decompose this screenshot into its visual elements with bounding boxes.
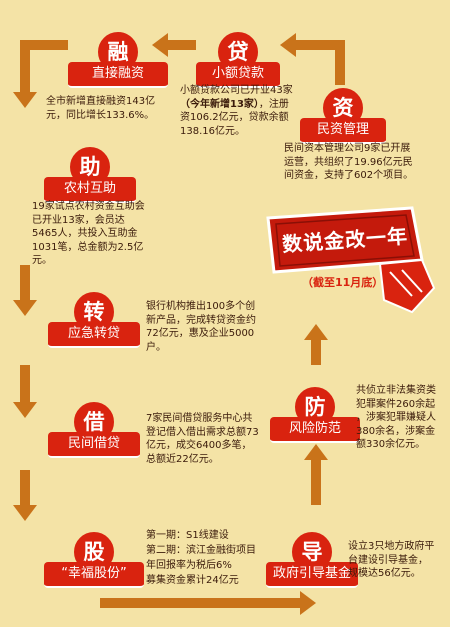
zhu-text: 19家试点农村资金互助会 已开业13家，会员达 5465人，共投入互助金 103… [32, 201, 145, 266]
arrowhead-zhuan [13, 300, 37, 316]
dao-label: 政府引导基金 [266, 562, 358, 588]
node-dao: 导 政府引导基金 [266, 530, 358, 590]
zhuan-text: 银行机构推出100多个创 新产品，完成转贷资金约 72亿元，惠及企业5000 户… [146, 301, 256, 353]
fang-text: 共侦立非法集资类 犯罪案件260余起 ，涉案犯罪嫌疑人 380余名，涉案金 额3… [356, 385, 436, 450]
gu-label: “幸福股份” [44, 562, 144, 588]
node-jie: 借 民间借贷 [48, 400, 140, 460]
arrowhead-zhu [13, 92, 37, 108]
arrowhead-badge [304, 324, 328, 340]
fang-label: 风险防范 [270, 417, 360, 443]
arrowhead-fang [304, 444, 328, 460]
zhuan-label: 应急转贷 [48, 322, 140, 348]
node-gu: 股 “幸福股份” [44, 530, 144, 590]
headline-graphic [266, 206, 436, 314]
node-rong: 融 直接融资 [68, 30, 168, 90]
dai-label: 小额贷款 [196, 62, 280, 88]
badge-subtitle: （截至11月底） [302, 276, 384, 289]
jie-label: 民间借贷 [48, 432, 140, 458]
rong-text: 全市新增直接融资143亿 元，同比增长133.6%。 [46, 96, 156, 121]
pointing-hand-icon [378, 258, 436, 314]
dao-text: 设立3只地方政府平 台建设引导基金， 规模达56亿元。 [348, 541, 435, 579]
zi-text: 民间资本管理公司9家已开展 运营，共组织了19.96亿元民 间资金，支持了602… [284, 143, 414, 181]
node-fang: 防 风险防范 [270, 385, 360, 445]
arrowhead-gu [13, 505, 37, 521]
rong-label: 直接融资 [68, 62, 168, 88]
headline-badge: 数说金改一年 （截至11月底） [262, 200, 440, 320]
node-zhu: 助 农村互助 [44, 145, 136, 205]
zi-label: 民资管理 [300, 118, 386, 144]
zhu-label: 农村互助 [44, 177, 136, 203]
arrowhead-dao [300, 591, 316, 615]
arrowhead-jie [13, 402, 37, 418]
dai-text: 小额贷款公司已开业43家 （今年新增13家），注册 资106.2亿元，贷款余额 … [180, 85, 293, 137]
node-zhuan: 转 应急转贷 [48, 290, 140, 350]
jie-text: 7家民间借贷服务中心共 登记借入借出需求总额73 亿元，成交6400多笔， 总额… [146, 413, 259, 465]
arrowhead-dai [280, 33, 296, 57]
gu-text: 第一期：S1线建设 第二期：滨江金融街项目 年回报率为税后6% 募集资金累计24… [146, 530, 256, 586]
arrow-rong-zhu [20, 40, 68, 92]
arrowhead-rong [152, 33, 168, 57]
node-dai: 贷 小额贷款 [196, 30, 280, 90]
arrow-zi-dai [296, 40, 345, 85]
node-zi: 资 民资管理 [300, 86, 386, 146]
